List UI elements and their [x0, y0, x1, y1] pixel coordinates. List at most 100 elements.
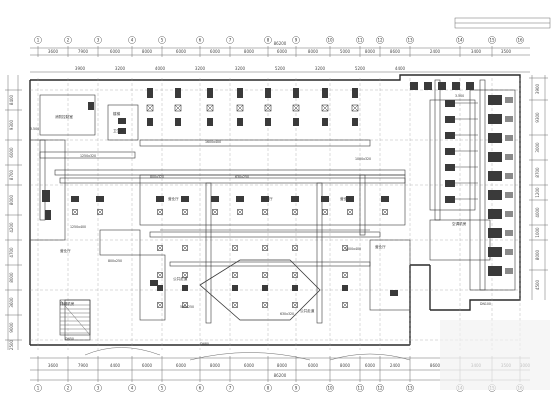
fan-coil-icon: [45, 210, 51, 220]
grid-bubble-bottom: [406, 384, 414, 392]
duct-label-12: DN50: [65, 337, 74, 341]
duct-label-8: 800x250: [108, 259, 122, 263]
top-dim-text: 8600: [390, 49, 401, 54]
bottom-dim-text: 6000: [244, 363, 255, 368]
fan-unit-icon: [445, 196, 455, 203]
fan-unit-icon: [445, 148, 455, 155]
diffuser-icon: [182, 209, 188, 215]
diffuser-icon: [264, 104, 272, 112]
fan-coil-icon: [118, 118, 126, 124]
diffusers: [42, 88, 398, 308]
fan-coil-icon: [352, 88, 358, 98]
fan-coil-icon: [265, 118, 271, 126]
diffuser-icon: [342, 302, 348, 308]
left-dimension-lines: 8400930060008700800042004700800036009000…: [5, 75, 22, 350]
duct-label-2: 1250x320: [80, 154, 96, 158]
fan-coil-icon: [71, 196, 79, 202]
diffuser-icon: [321, 104, 329, 112]
grid-label-top: 13: [407, 38, 413, 43]
duct-label-1: 1600x400: [205, 140, 221, 144]
fan-coil-icon: [237, 118, 243, 126]
grid-label-bottom: 11: [357, 386, 363, 391]
diffuser-icon: [262, 302, 268, 308]
grid-bubble-bottom: [64, 384, 72, 392]
diffuser-icon: [262, 245, 268, 251]
bottom-dim-text: 7900: [78, 363, 89, 368]
ahu-unit-icon: [488, 190, 502, 200]
diffuser-icon: [174, 104, 182, 112]
room-labels: 消防控制室 楼梯 卫生间 营业厅 营业厅 营业厅 营业厅 公共走道 公共走道 营…: [55, 111, 467, 313]
diffuser-icon: [262, 209, 268, 215]
grid-label-top: 10: [327, 38, 333, 43]
right-dim-text: 4000: [535, 207, 540, 218]
diffuser-icon: [232, 245, 238, 251]
top-dim-text: 6000: [277, 49, 288, 54]
fan-coil-icon: [293, 88, 299, 98]
bottom-dim-text: 8600: [430, 363, 441, 368]
left-dim-text: 3600: [9, 297, 14, 308]
grid-bubble-bottom: [356, 384, 364, 392]
supply-ducts: [39, 79, 486, 324]
fan-coil-icon: [181, 196, 189, 202]
duct-label-3: 1000x320: [355, 157, 371, 161]
diffuser-icon: [232, 302, 238, 308]
fan-coil-icon: [207, 118, 213, 126]
diffuser-icon: [146, 104, 154, 112]
right-dim-text: 4500: [535, 279, 540, 290]
right-dim-text: 3000: [535, 142, 540, 153]
fan-coil-icon: [352, 118, 358, 126]
duct-label-4: 800x320: [150, 175, 164, 179]
diffuser-icon: [342, 272, 348, 278]
top-sub-dim-text: 4000: [155, 66, 166, 71]
grid-bubble-top: [326, 36, 334, 44]
diffuser-icon: [157, 209, 163, 215]
ahu-coil-icon: [505, 173, 513, 179]
diffuser-icon: [206, 104, 214, 112]
room-label-5: 营业厅: [168, 196, 179, 201]
fan-coil-icon: [236, 196, 244, 202]
fan-coil-icon: [293, 118, 299, 126]
overall-dim-top: 86200: [274, 41, 287, 46]
bottom-dim-text: 6000: [308, 363, 319, 368]
fan-coil-icon: [175, 118, 181, 126]
fan-coil-icon: [292, 285, 298, 291]
top-dim-text: 8000: [244, 49, 255, 54]
diffuser-icon: [237, 209, 243, 215]
duct-labels: 1600x400 1250x320 1000x320 800x320 630x2…: [30, 94, 491, 346]
grid-label-bottom: 9: [295, 386, 298, 391]
fan-coil-icon: [156, 196, 164, 202]
fan-coil-icon: [211, 196, 219, 202]
ahu-unit-icon: [488, 133, 502, 143]
diffuser-icon: [182, 302, 188, 308]
roof-fan-icon: [466, 82, 474, 90]
bottom-dim-text: 6000: [176, 363, 187, 368]
grid-label-top: 16: [517, 38, 523, 43]
right-dim-text: 3900: [535, 83, 540, 94]
fan-coil-icon: [261, 196, 269, 202]
grid-bubble-top: [158, 36, 166, 44]
bottom-dim-text: 6000: [365, 363, 376, 368]
top-dim-text: 5000: [340, 49, 351, 54]
fan-unit-icon: [445, 164, 455, 171]
fan-unit-icon: [445, 100, 455, 107]
diffuser-icon: [157, 272, 163, 278]
grid-bubble-bottom: [376, 384, 384, 392]
grid-label-top: 4: [131, 38, 134, 43]
diffuser-icon: [232, 272, 238, 278]
room-label-2: 楼梯: [113, 111, 121, 116]
fan-coil-icon: [291, 196, 299, 202]
bottom-dim-text: 4400: [110, 363, 121, 368]
grid-bubble-top: [226, 36, 234, 44]
fan-coil-icon: [381, 196, 389, 202]
left-dim-text: 4700: [9, 247, 14, 258]
duct-label-11: DN80: [200, 342, 209, 346]
right-dim-text: 1000: [535, 227, 540, 238]
diffuser-icon: [262, 272, 268, 278]
room-label-1: 消防控制室: [55, 114, 73, 119]
fan-coil-icon: [175, 88, 181, 98]
diffuser-icon: [182, 245, 188, 251]
ahu-unit-icon: [488, 247, 502, 257]
grid-label-top: 6: [199, 38, 202, 43]
fan-coil-icon: [265, 88, 271, 98]
top-dim-text: 3400: [471, 49, 482, 54]
